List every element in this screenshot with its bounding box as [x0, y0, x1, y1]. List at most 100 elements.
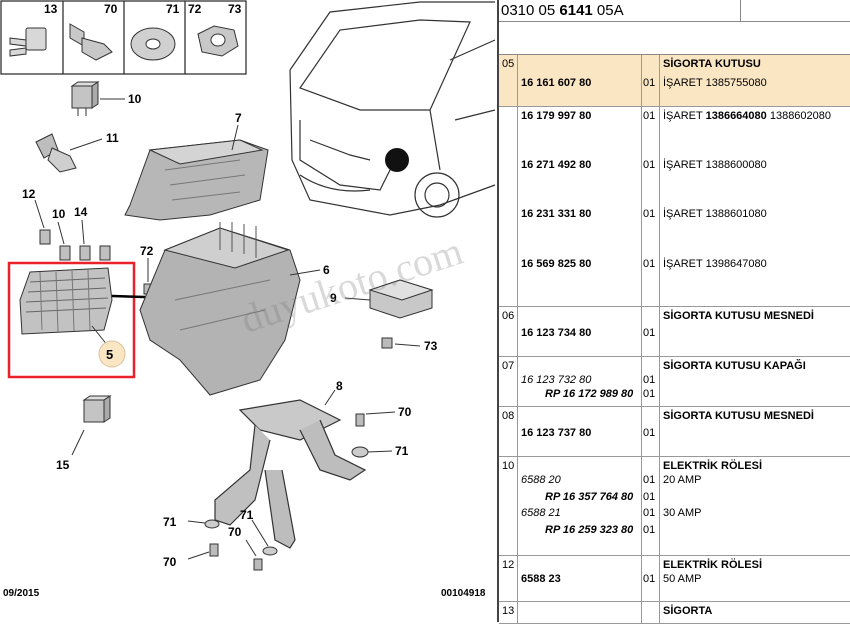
description-cell: SİGORTA KUTUSU MESNEDİ	[659, 407, 850, 456]
washer-71-bottom-right	[262, 546, 278, 556]
washer-icon	[130, 27, 176, 61]
washer-71-right	[351, 446, 369, 458]
part-note: 30 AMP	[663, 507, 702, 519]
washer-71-bottom-left	[204, 519, 220, 529]
module-9-drawing	[368, 279, 434, 319]
column-divider	[497, 0, 499, 622]
part-note: 50 AMP	[663, 573, 702, 585]
part-number[interactable]: 16 271 492 80	[521, 159, 592, 171]
bolt-70-right	[355, 413, 365, 427]
quantity-value: 01	[643, 327, 656, 339]
part-number[interactable]: 16 123 732 80	[521, 374, 592, 386]
quantity-value: 01	[643, 388, 656, 400]
connector-11-drawing	[35, 133, 77, 173]
fuse-box-location-marker	[385, 148, 409, 172]
quantity-value: 01	[643, 208, 656, 220]
part-number[interactable]: 16 123 734 80	[521, 327, 592, 339]
callout-7: 7	[235, 111, 242, 125]
part-number[interactable]: 16 123 737 80	[521, 427, 592, 439]
part-number[interactable]: 16 569 825 80	[521, 258, 592, 270]
part-title: ELEKTRİK RÖLESİ	[663, 460, 763, 472]
header-empty-cell	[740, 0, 850, 21]
reference-cell: 6588 23	[518, 556, 642, 601]
reference-cell: 6588 20 RP 16 357 764 80 6588 21 RP 16 259 …	[518, 457, 642, 555]
diagram-date: 09/2015	[3, 588, 40, 599]
exploded-parts-diagram: 13 70 71 72 73	[0, 0, 496, 599]
top-label-72: 72	[188, 2, 202, 16]
bolt-70-bottom-left	[209, 543, 219, 557]
table-row[interactable]: 16 179 997 80 16 271 492 80 16 231 331 80 1…	[499, 107, 850, 307]
replacement-part-number[interactable]: RP 16 357 764 80	[545, 491, 634, 503]
part-note: İŞARET 1388600080	[663, 159, 767, 171]
callout-10: 10	[128, 92, 142, 106]
callout-12: 12	[22, 187, 36, 201]
van-front-drawing	[289, 1, 496, 218]
quantity-value: 01	[643, 491, 656, 503]
part-number[interactable]: 6588 20	[521, 474, 561, 486]
part-note: İŞARET 1398647080	[663, 258, 767, 270]
part-title: SİGORTA KUTUSU MESNEDİ	[663, 310, 814, 322]
reference-cell: 16 179 997 80 16 271 492 80 16 231 331 80 1…	[518, 107, 642, 306]
small-parts-strip	[0, 0, 247, 75]
quantity-cell: 01	[641, 556, 660, 601]
part-note: 20 AMP	[663, 474, 702, 486]
quantity-cell: 01 01 01 01	[641, 107, 660, 306]
part-number[interactable]: 16 179 997 80	[521, 110, 592, 122]
quantity-value: 01	[643, 374, 656, 386]
part-title: SİGORTA	[663, 605, 713, 617]
header-blank-row	[499, 22, 850, 55]
quantity-value: 01	[643, 110, 656, 122]
catalog-header: 0310 05 6141 05A	[499, 0, 850, 22]
reference-cell: 16 123 732 80 RP 16 172 989 80	[518, 357, 642, 406]
part-title: SİGORTA KUTUSU MESNEDİ	[663, 410, 814, 422]
quantity-cell: 01	[641, 307, 660, 356]
quantity-value: 01	[643, 524, 656, 536]
callout-70-bottom-right: 70	[228, 525, 242, 539]
quantity-cell	[641, 602, 660, 623]
reference-cell: 16 161 607 80	[518, 55, 642, 106]
part-number[interactable]: 16 161 607 80	[521, 77, 592, 89]
replacement-part-number[interactable]: RP 16 172 989 80	[545, 388, 634, 400]
part-note: İŞARET 1386664080 1388602080	[663, 110, 831, 122]
description-cell: SİGORTA KUTUSU KAPAĞI	[659, 357, 850, 406]
position-cell: 13	[499, 602, 518, 623]
nut-icon	[197, 25, 239, 57]
quantity-cell: 01	[641, 55, 660, 106]
position-cell	[499, 107, 518, 306]
part-note: İŞARET 1385755080	[663, 77, 767, 89]
part-title: SİGORTA KUTUSU KAPAĞI	[663, 360, 806, 372]
diagram-id: 00104918	[441, 588, 486, 599]
quantity-value: 01	[643, 258, 656, 270]
description-cell: SİGORTA KUTUSU MESNEDİ	[659, 307, 850, 356]
note-suffix: 1388602080	[766, 110, 832, 122]
position-cell: 10	[499, 457, 518, 555]
reference-cell: 16 123 734 80	[518, 307, 642, 356]
fuse-box-5-highlight	[7, 261, 136, 379]
part-number[interactable]: 16 231 331 80	[521, 208, 592, 220]
callout-6: 6	[323, 263, 330, 277]
part-number[interactable]: 6588 23	[521, 573, 561, 585]
small-fuses	[39, 229, 111, 261]
reference-cell	[518, 602, 642, 623]
replacement-part-number[interactable]: RP 16 259 323 80	[545, 524, 634, 536]
part-title: ELEKTRİK RÖLESİ	[663, 559, 763, 571]
quantity-cell: 01	[641, 407, 660, 456]
part-number[interactable]: 6588 21	[521, 507, 561, 519]
callout-73: 73	[424, 339, 438, 353]
quantity-value: 01	[643, 474, 656, 486]
quantity-value: 01	[643, 159, 656, 171]
position-cell: 12	[499, 556, 518, 601]
quantity-value: 01	[643, 573, 656, 585]
note-bold-code: 1386664080	[705, 110, 767, 122]
position-cell: 07	[499, 357, 518, 406]
table-row[interactable]: 13 SİGORTA	[499, 602, 850, 624]
